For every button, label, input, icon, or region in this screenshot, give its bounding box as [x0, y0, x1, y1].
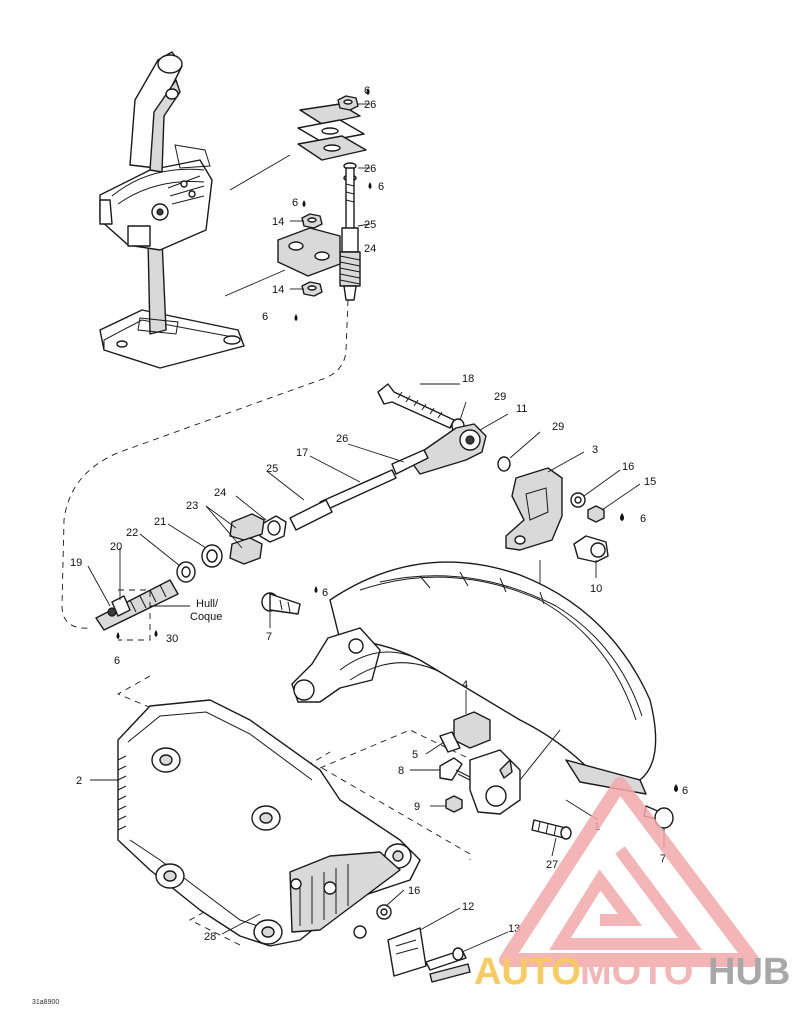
callout-14: 14	[272, 216, 284, 228]
callout-30: 30	[166, 633, 178, 645]
plate-12	[387, 927, 427, 977]
bracket-3-assembly	[505, 467, 609, 563]
nozzle-body	[329, 561, 657, 781]
callout-9: 9	[414, 801, 420, 813]
callout-16: 16	[408, 885, 420, 897]
callout-22: 22	[126, 527, 138, 539]
callout-14: 14	[272, 284, 284, 296]
callout-5: 5	[412, 749, 418, 761]
jet-nozzle	[291, 561, 657, 795]
callout-11: 11	[516, 403, 527, 415]
bracket-28	[289, 851, 401, 933]
callout-21: 21	[154, 516, 166, 528]
callout-20: 20	[110, 541, 122, 553]
callout-6: 6	[640, 513, 646, 525]
mount-assembly	[439, 711, 561, 815]
callout-26: 26	[364, 99, 376, 111]
bracket-3	[505, 467, 563, 551]
control-lever-assembly	[99, 51, 245, 369]
mount-block-4	[453, 711, 491, 749]
sleeve-25	[289, 499, 333, 531]
cable-rod	[345, 167, 355, 231]
callout-2: 2	[76, 775, 82, 787]
drop-icons	[116, 88, 678, 792]
callout-24: 24	[214, 487, 226, 499]
drop-icon	[366, 88, 370, 95]
watermark-logo: AUTO MOTO HUB	[474, 777, 790, 993]
lever-knob	[157, 54, 183, 74]
callout-4: 4	[462, 679, 468, 691]
callout-29: 29	[552, 421, 564, 433]
bolt-18	[377, 383, 455, 429]
callout-26: 26	[336, 433, 348, 445]
callout-18: 18	[462, 373, 474, 385]
watermark-text-hub: HUB	[708, 951, 790, 993]
callout-28: 28	[204, 931, 216, 943]
callout-6: 6	[682, 785, 688, 797]
drop-icon	[294, 314, 298, 321]
drop-icon	[154, 630, 158, 637]
figure-reference: 31a8900	[32, 999, 59, 1006]
callout-6: 6	[292, 197, 298, 209]
drop-icon	[116, 632, 120, 639]
cable-sleeve	[341, 227, 359, 253]
drop-icon	[314, 586, 318, 593]
lower-hardware	[353, 904, 471, 983]
callout-6: 6	[262, 311, 268, 323]
callout-7: 7	[660, 853, 666, 865]
nut-9	[445, 795, 463, 813]
lower-housing	[117, 699, 421, 947]
callout-10: 10	[590, 583, 602, 595]
cable-shaft	[95, 579, 179, 631]
washer-29-lower	[497, 456, 511, 472]
leader-lines	[87, 103, 665, 953]
hull-label: Hull/	[196, 598, 219, 610]
cable-spring	[339, 251, 361, 287]
callout-19: 19	[70, 557, 82, 569]
callout-26: 26	[364, 163, 376, 175]
drop-icon	[674, 784, 678, 792]
bushing-23-upper	[229, 513, 265, 541]
linkage-chain	[95, 383, 511, 631]
rod-26	[391, 449, 429, 475]
callout-17: 17	[296, 447, 308, 459]
callout-6: 6	[322, 587, 328, 599]
cable-bracket	[277, 227, 341, 277]
base-hole	[223, 335, 241, 345]
watermark-text-moto: MOTO	[580, 951, 693, 993]
bracket-assembly-dash	[189, 857, 301, 946]
watermark-triangle-icon	[499, 777, 759, 967]
callout-29: 29	[494, 391, 506, 403]
callout-8: 8	[398, 765, 404, 777]
callout-16: 16	[622, 461, 634, 473]
bolt-27	[531, 819, 572, 840]
lever-base-plate	[99, 309, 245, 369]
callout-15: 15	[644, 476, 656, 488]
bushing-23-lower	[229, 537, 263, 565]
nozzle-arm-pivot	[293, 679, 315, 701]
callout-6: 6	[114, 655, 120, 667]
callout-7: 7	[266, 631, 272, 643]
callout-25: 25	[364, 219, 376, 231]
callout-27: 27	[546, 859, 558, 871]
callout-25: 25	[266, 463, 278, 475]
mount-area-dash-2	[321, 767, 471, 860]
nut-15	[587, 505, 605, 523]
callout-24: 24	[364, 243, 376, 255]
callout-3: 3	[592, 444, 598, 456]
bolt-7-left	[261, 592, 301, 615]
coque-label: Coque	[190, 611, 222, 623]
cable-routing-dash	[61, 299, 349, 629]
callout-23: 23	[186, 500, 198, 512]
callout-6: 6	[378, 181, 384, 193]
upper-cable-end	[277, 95, 367, 301]
clip-8	[439, 757, 463, 781]
watermark-text-auto: AUTO	[474, 951, 581, 993]
drop-icon	[620, 513, 624, 521]
drop-icon	[302, 200, 306, 207]
drop-icon	[368, 182, 372, 189]
callout-12: 12	[462, 901, 474, 913]
cable-17	[319, 469, 397, 511]
